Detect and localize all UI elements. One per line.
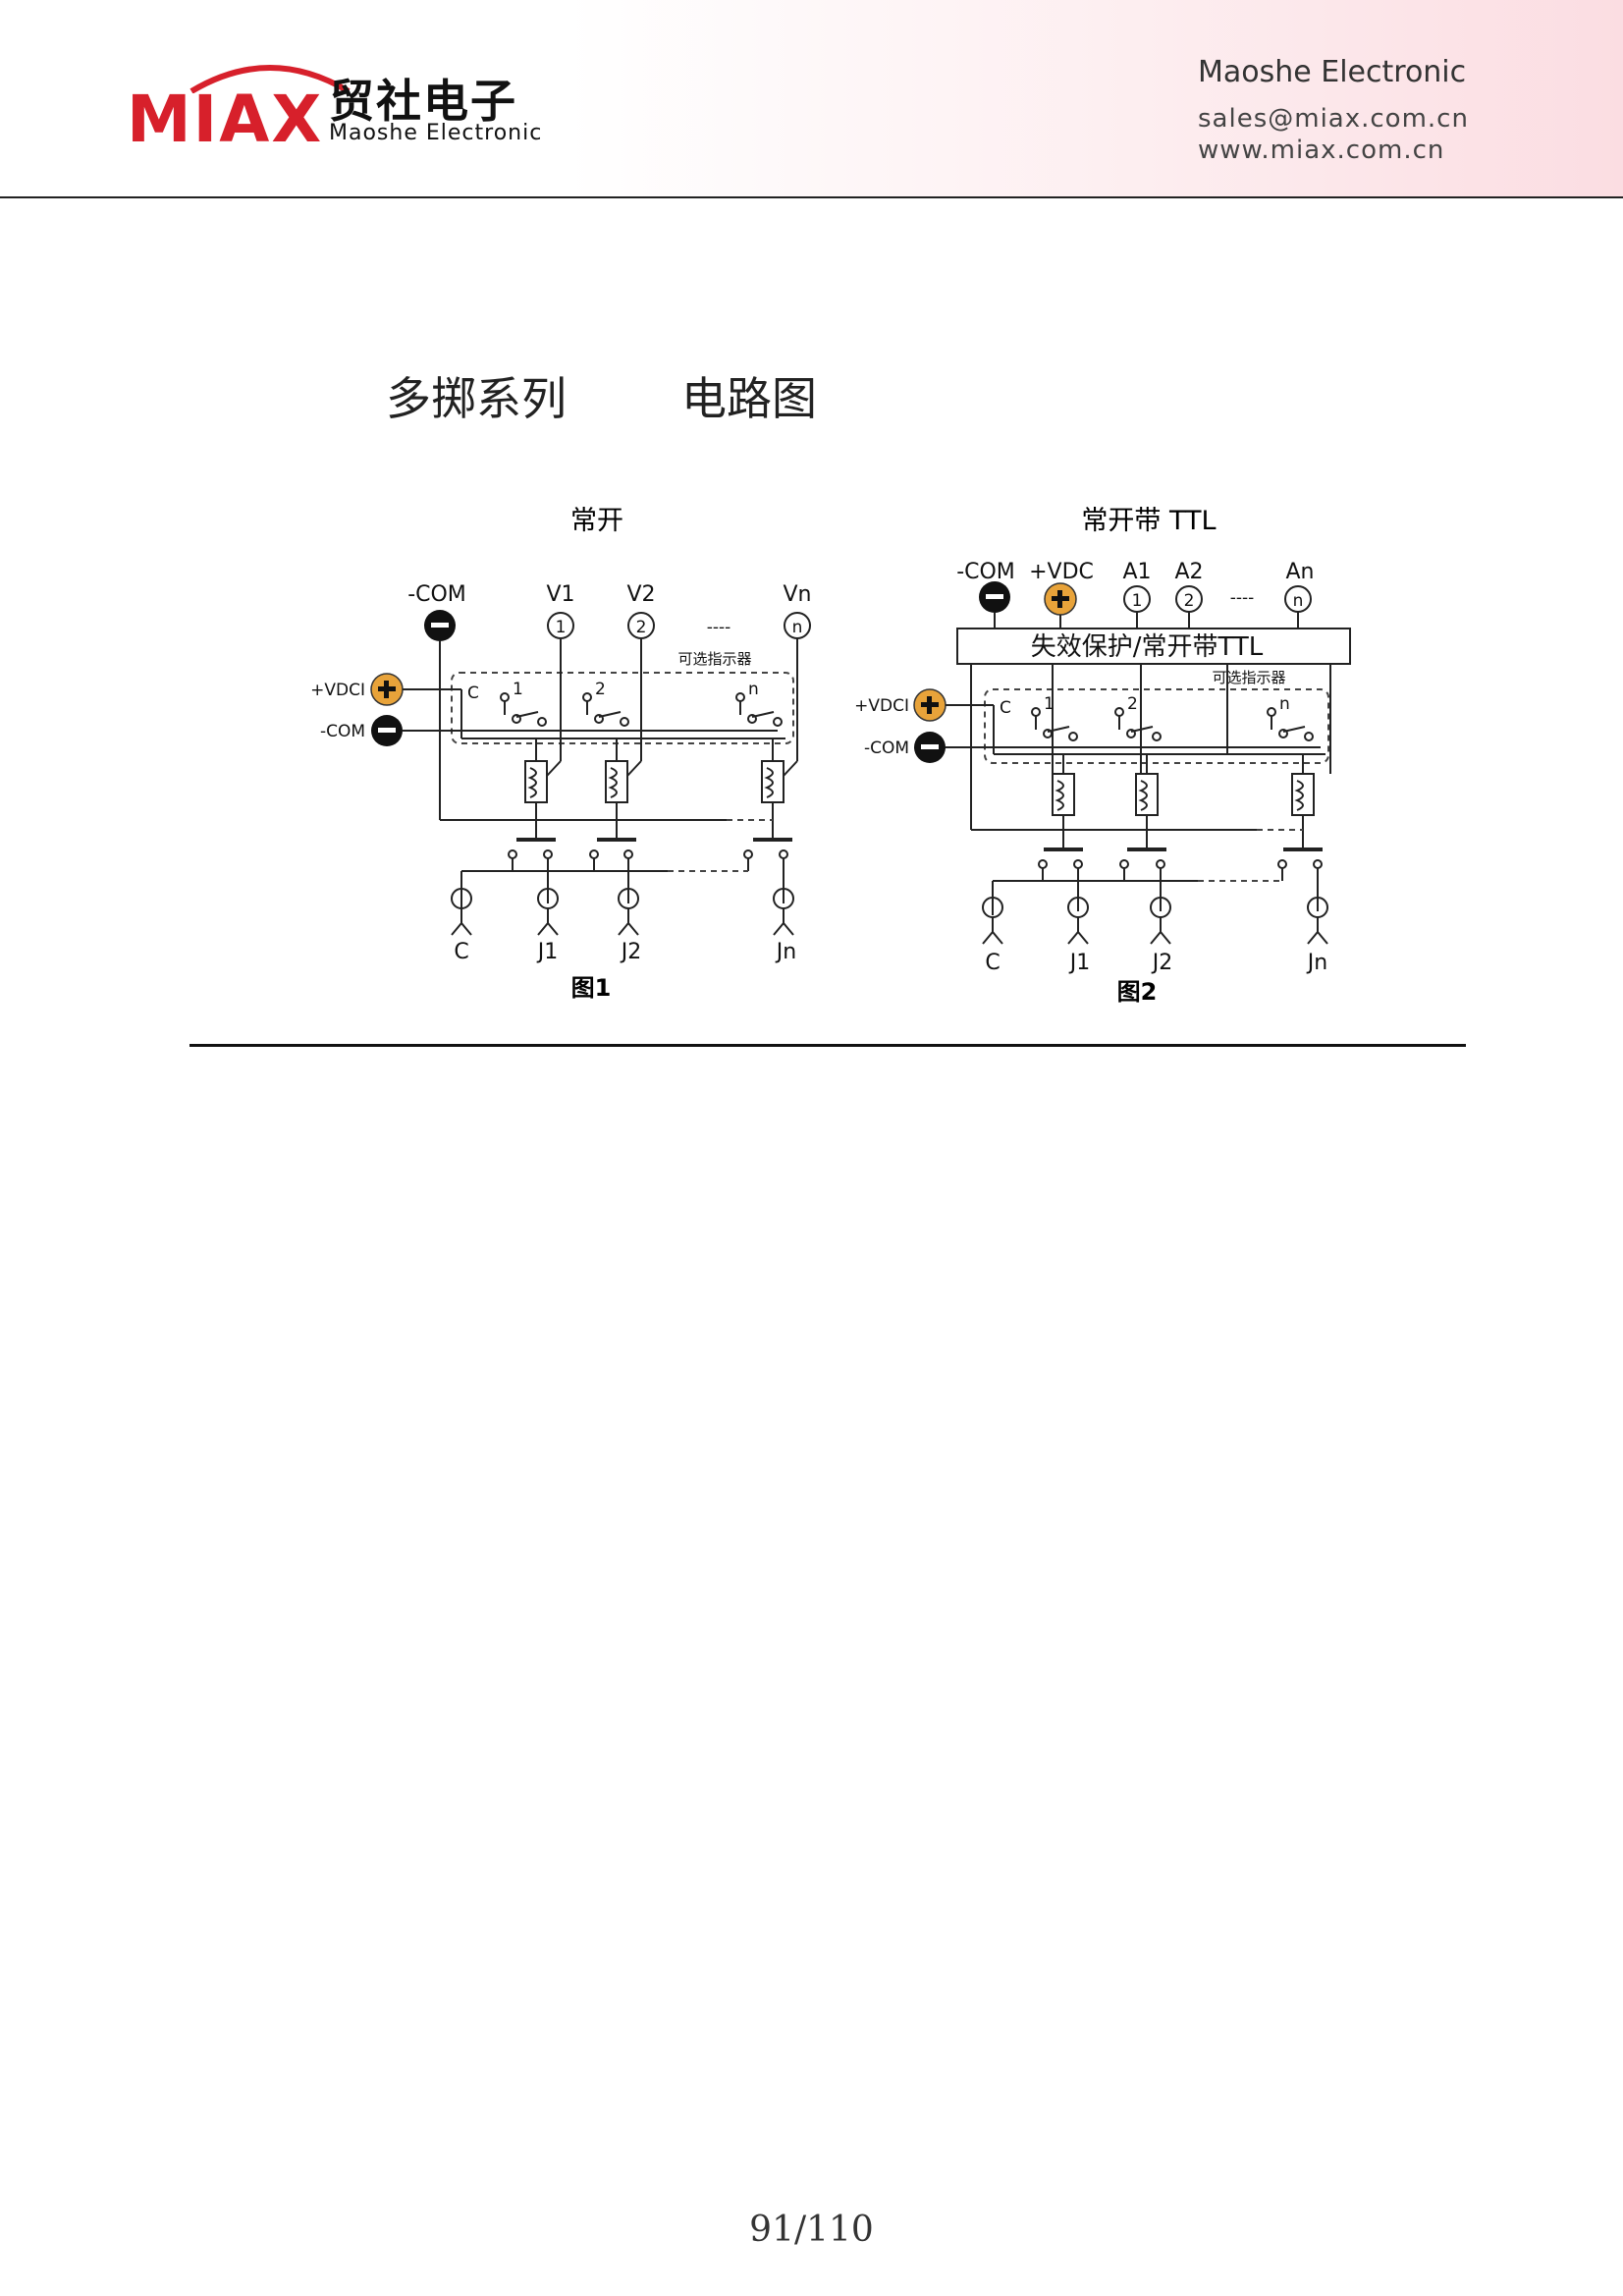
- fig1-switch-c-label: C: [467, 683, 479, 703]
- contact-block: Maoshe Electronic sales@miax.com.cn www.…: [1198, 55, 1469, 166]
- fig1-switch-n-label: n: [748, 680, 759, 699]
- fig1-indicator-box: [451, 672, 794, 744]
- section-divider: [189, 1044, 1466, 1047]
- fig2-vdci-label: +VDCI: [854, 696, 909, 716]
- fig1-switch-2-label: 2: [595, 680, 606, 699]
- fig2-com-label: -COM: [956, 560, 1015, 584]
- fig1-relay-1: [516, 738, 556, 842]
- fig1-v1-label: V1: [546, 582, 574, 607]
- fig1-connector-jn: [773, 888, 794, 936]
- fig1-circle-n-label: n: [792, 618, 803, 637]
- fig1-switch-1-label: 1: [513, 680, 523, 699]
- figure-2: 常开带 TTL -COM +VDC A1 A2 An ---- 1 2 n 失效…: [854, 506, 1351, 1006]
- fig2-switch-n-label: n: [1279, 694, 1290, 714]
- fig2-connector-j1: [1067, 897, 1089, 945]
- fig1-connector-j1: [537, 888, 559, 936]
- fig2-caption: 图2: [1117, 978, 1158, 1006]
- fig2-indicator-box: [984, 688, 1329, 764]
- fig1-com2-label: -COM: [320, 722, 365, 741]
- fig1-j1-label: J1: [536, 940, 559, 964]
- fig1-title: 常开: [570, 506, 623, 536]
- fig1-connector-j2: [618, 888, 639, 936]
- fig1-circle-2-label: 2: [636, 618, 647, 637]
- fig2-relay-2: [1127, 754, 1166, 851]
- fig2-jc-label: C: [985, 951, 1000, 975]
- fig1-com-label: -COM: [407, 582, 466, 607]
- fig2-switch-c-label: C: [1000, 698, 1011, 718]
- fig2-connector-jn: [1307, 897, 1328, 945]
- fig2-switch-1-label: 1: [1044, 694, 1055, 714]
- fig2-ttl-box-label: 失效保护/常开带TTL: [1031, 632, 1264, 662]
- fig2-j2-label: J2: [1151, 951, 1173, 975]
- circuit-diagrams: .w { stroke: #222; stroke-width: 2; fill…: [310, 506, 1351, 1006]
- fig2-relay-1: [1044, 754, 1083, 851]
- fig2-relay-n: [1283, 754, 1323, 851]
- fig1-v2-label: V2: [626, 582, 655, 607]
- logo-chinese-name: 贸社电子: [329, 75, 517, 128]
- figure-1: 常开 -COM V1 V2 Vn ---- 1 2 n 可选指示器 +VDCI …: [310, 506, 811, 1002]
- fig2-an-label: An: [1286, 560, 1315, 584]
- fig1-jc-label: C: [454, 940, 468, 964]
- logo-arc-icon: [189, 65, 351, 93]
- fig1-relay-n: [753, 738, 792, 842]
- fig2-circle-2-label: 2: [1184, 591, 1195, 611]
- fig2-com2-label: -COM: [864, 738, 909, 758]
- fig2-title: 常开带 TTL: [1081, 506, 1216, 536]
- page-header: MIAX 贸社电子 Maoshe Electronic Maoshe Elect…: [0, 0, 1623, 198]
- website-text: www.miax.com.cn: [1198, 136, 1445, 165]
- fig2-a1-label: A1: [1122, 560, 1151, 584]
- miax-logo: MIAX 贸社电子 Maoshe Electronic: [123, 54, 555, 157]
- email-text: sales@miax.com.cn: [1198, 104, 1469, 134]
- fig2-jn-label: Jn: [1306, 951, 1327, 975]
- fig1-jn-label: Jn: [775, 940, 796, 964]
- fig2-connector-c: [982, 897, 1003, 945]
- fig2-dashes: ----: [1230, 588, 1255, 608]
- fig1-indicator-label: 可选指示器: [677, 650, 751, 668]
- page-number: 91/110: [749, 2210, 874, 2250]
- fig1-connector-c: [451, 888, 472, 936]
- fig2-connector-j2: [1150, 897, 1171, 945]
- fig2-j1-label: J1: [1068, 951, 1091, 975]
- company-name: Maoshe Electronic: [1198, 55, 1467, 89]
- fig1-caption: 图1: [571, 974, 612, 1002]
- fig2-indicator-label: 可选指示器: [1212, 669, 1285, 686]
- logo-english-name: Maoshe Electronic: [329, 121, 543, 145]
- fig2-a2-label: A2: [1174, 560, 1203, 584]
- fig2-ttl-box: [956, 628, 1351, 665]
- page-title: 多掷系列 电路图: [386, 372, 817, 425]
- fig1-vdci-label: +VDCI: [310, 681, 365, 700]
- logo-word: MIAX: [127, 82, 324, 157]
- fig1-vn-label: Vn: [784, 582, 812, 607]
- fig2-vdc-label: +VDC: [1029, 560, 1094, 584]
- fig1-relay-2: [597, 738, 636, 842]
- fig2-circle-n-label: n: [1293, 591, 1304, 611]
- fig1-dashes: ----: [707, 618, 731, 637]
- fig2-switch-2-label: 2: [1127, 694, 1138, 714]
- fig1-j2-label: J2: [620, 940, 642, 964]
- fig1-circle-1-label: 1: [556, 618, 567, 637]
- fig2-circle-1-label: 1: [1132, 591, 1143, 611]
